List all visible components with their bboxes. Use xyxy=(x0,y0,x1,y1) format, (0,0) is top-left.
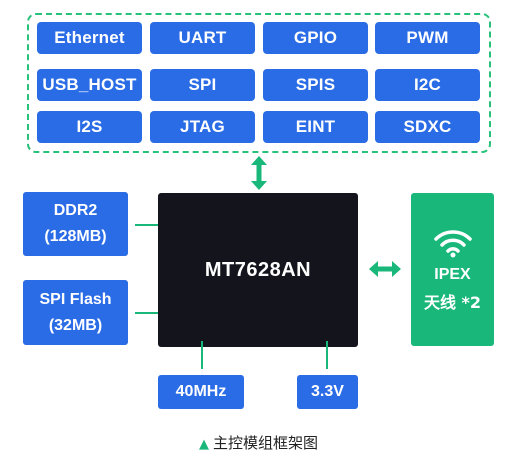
power-box: 3.3V xyxy=(297,375,358,409)
spi-flash-size: (32MB) xyxy=(48,316,103,334)
iface-uart: UART xyxy=(150,22,255,54)
ipex-antenna-box: IPEX 天线 *2 xyxy=(411,193,494,346)
interface-group xyxy=(27,13,491,153)
iface-eint: EINT xyxy=(263,111,368,143)
power-label: 3.3V xyxy=(311,383,344,401)
iface-sdxc: SDXC xyxy=(375,111,480,143)
iface-spis: SPIS xyxy=(263,69,368,101)
spi-flash-box: SPI Flash (32MB) xyxy=(23,280,128,345)
power-connector xyxy=(326,341,328,369)
bus-arrow-icon xyxy=(251,156,267,190)
iface-usb-host: USB_HOST xyxy=(37,69,142,101)
iface-i2c: I2C xyxy=(375,69,480,101)
ddr2-size: (128MB) xyxy=(44,228,107,245)
ddr2-memory-box: DDR2 (128MB) xyxy=(23,192,128,256)
iface-gpio: GPIO xyxy=(263,22,368,54)
iface-pwm: PWM xyxy=(375,22,480,54)
iface-jtag: JTAG xyxy=(150,111,255,143)
ddr2-label: DDR2 xyxy=(53,202,98,220)
iface-i2s: I2S xyxy=(37,111,142,143)
flash-connector xyxy=(135,312,158,314)
clock-box: 40MHz xyxy=(158,375,244,409)
antenna-type: IPEX xyxy=(434,266,471,283)
ddr2-connector xyxy=(135,224,158,226)
caption-text: 主控模组框架图 xyxy=(212,434,318,452)
wifi-icon xyxy=(434,230,472,258)
mt7628an-chip: MT7628AN xyxy=(158,193,358,347)
spi-flash-label: SPI Flash xyxy=(39,290,112,308)
chip-label: MT7628AN xyxy=(204,258,312,281)
iface-spi: SPI xyxy=(150,69,255,101)
antenna-count: 天线 *2 xyxy=(423,293,482,312)
rf-arrow-icon xyxy=(369,261,401,277)
clock-label: 40MHz xyxy=(175,383,227,401)
iface-ethernet: Ethernet xyxy=(37,22,142,54)
figure-caption: ▲主控模组框架图 xyxy=(0,432,517,453)
clock-connector xyxy=(201,341,203,369)
triangle-icon: ▲ xyxy=(198,437,209,452)
